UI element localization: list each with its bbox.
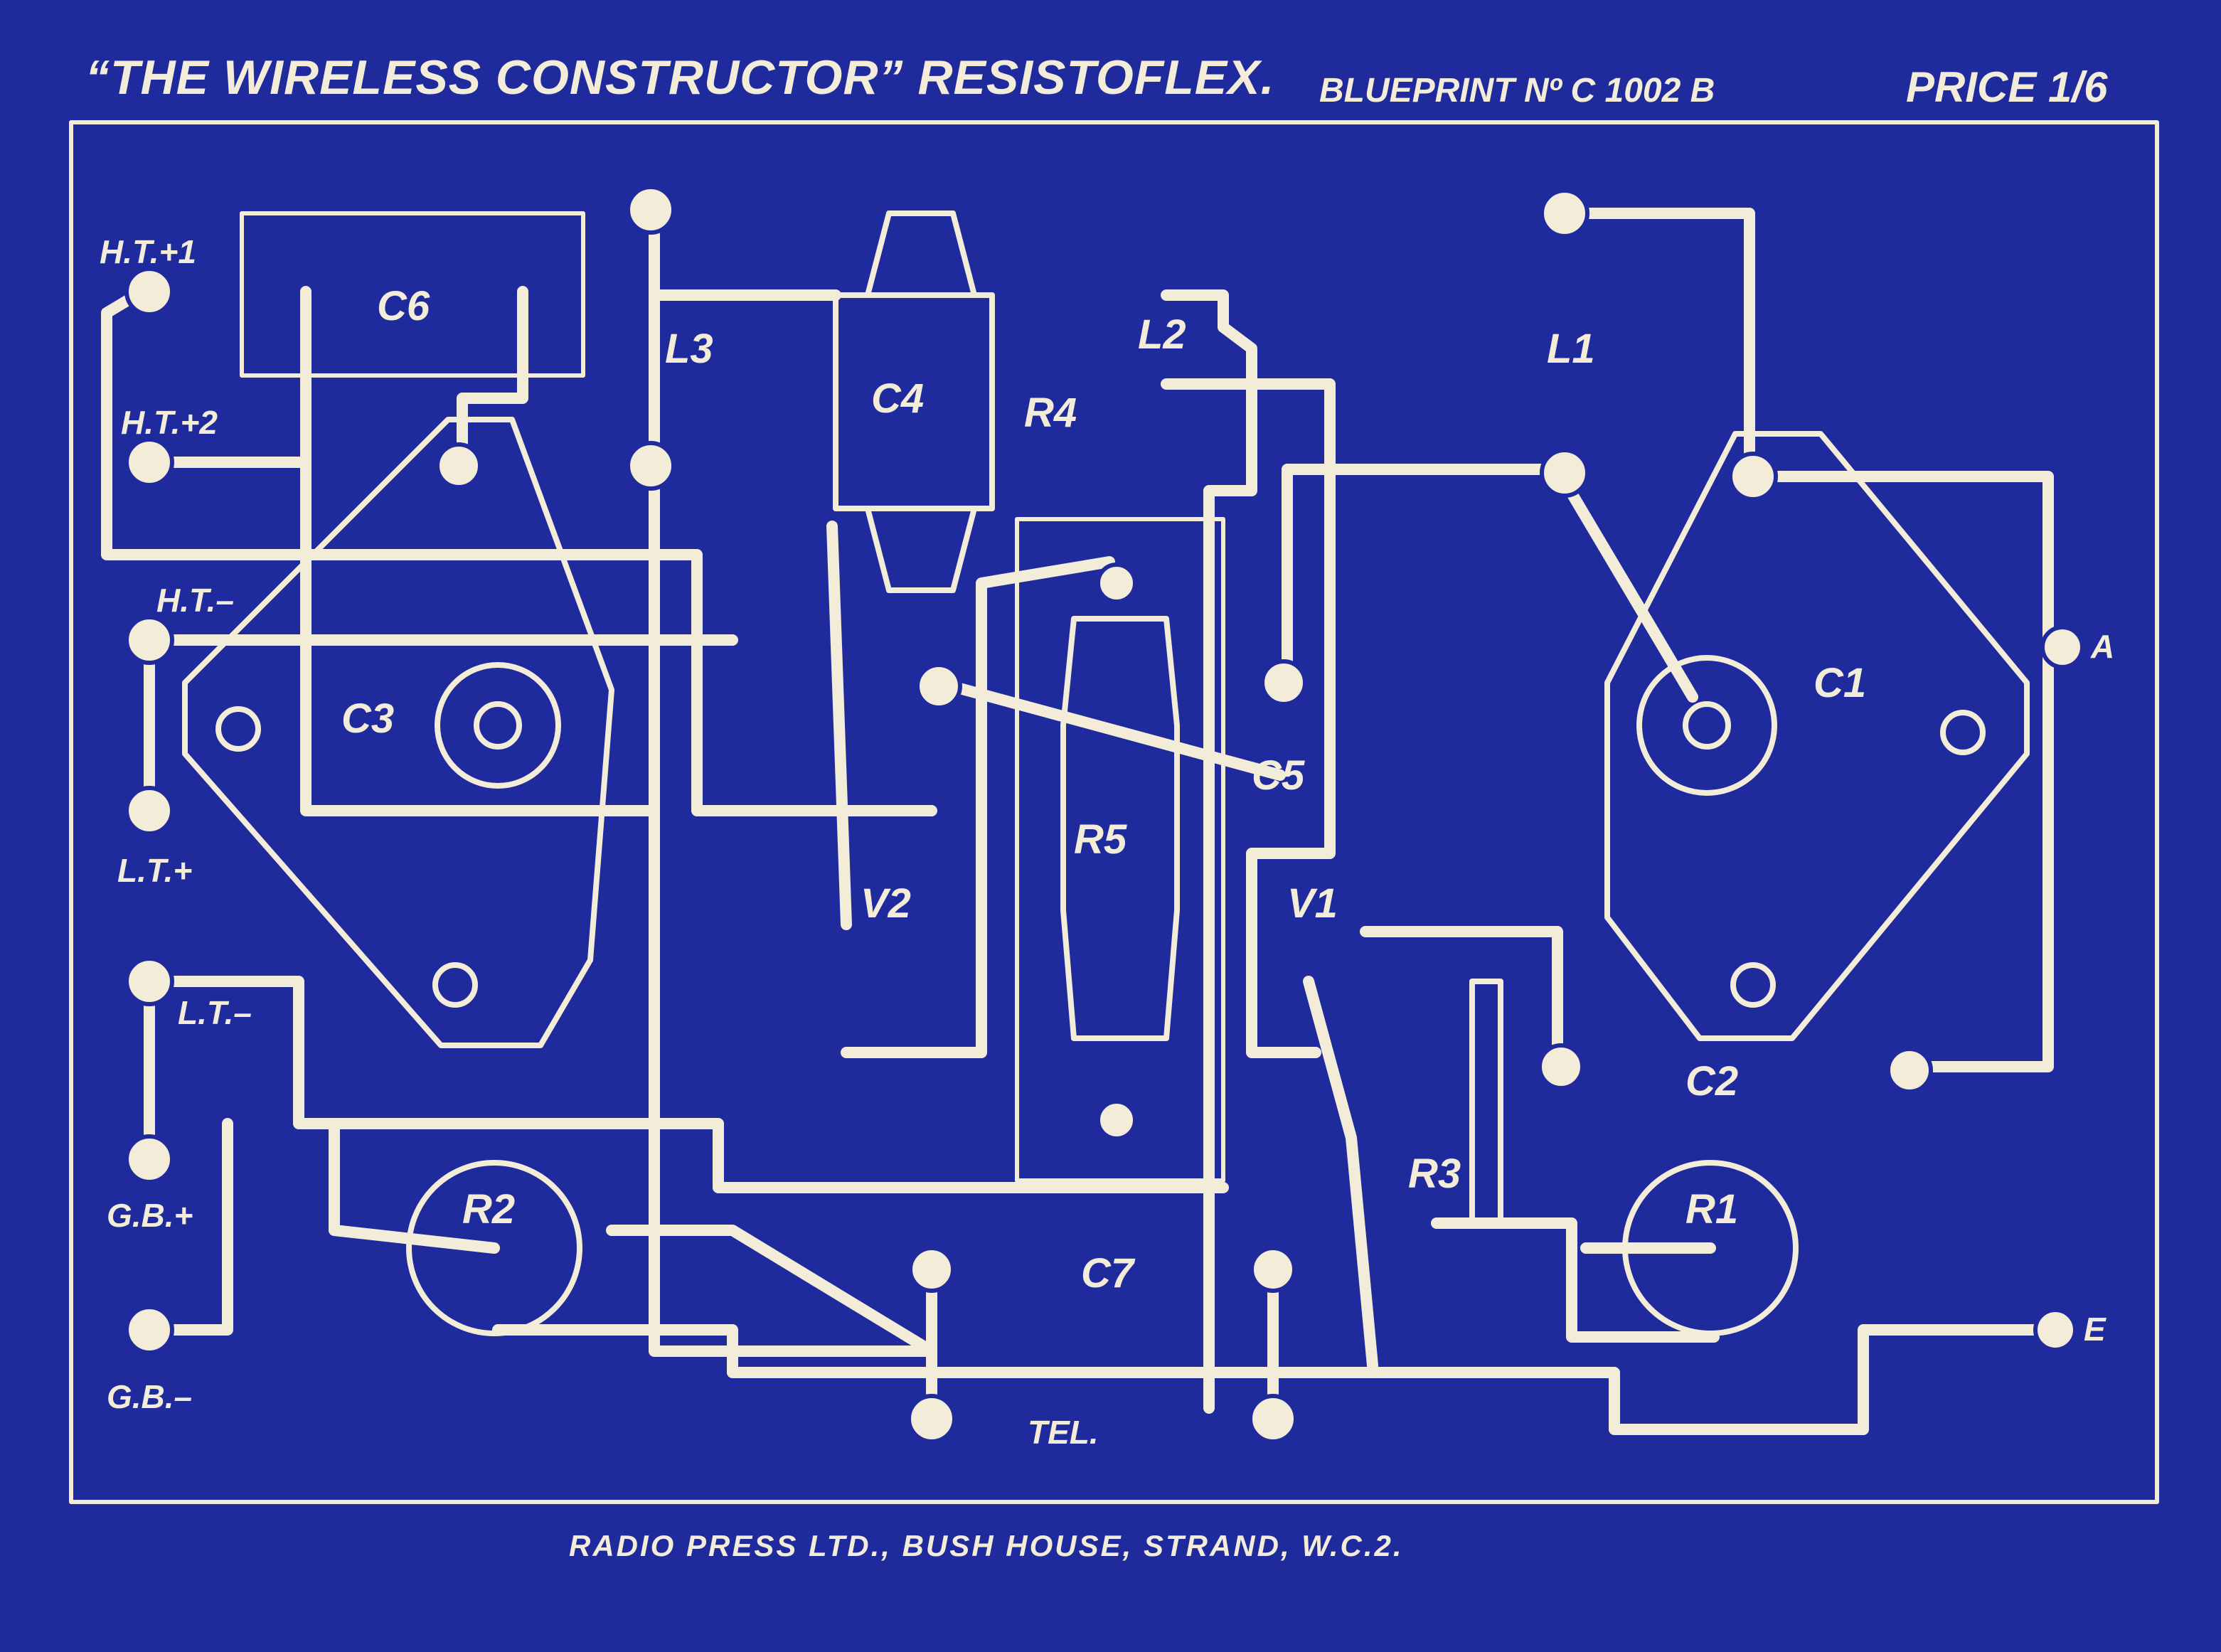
terminal-l3-bottom	[626, 441, 676, 491]
terminal-c7-right	[1250, 1246, 1296, 1293]
label-gbminus: G.B.–	[107, 1378, 192, 1415]
label-c2: C2	[1685, 1058, 1738, 1104]
terminal-l3-top	[626, 185, 676, 235]
label-c6: C6	[377, 283, 430, 329]
label-v1: V1	[1287, 880, 1338, 927]
c4-body	[833, 292, 995, 511]
nut-c3-bottom	[432, 962, 478, 1008]
wire-l1-c1	[1282, 464, 1563, 688]
r5-tube	[1060, 616, 1180, 1041]
r3-holder	[1469, 979, 1503, 1226]
c1-dial	[1636, 655, 1777, 796]
wire-c2-left	[1360, 926, 1563, 1058]
label-r5: R5	[1074, 816, 1127, 863]
label-c7: C7	[1081, 1250, 1136, 1296]
wire-c5	[933, 677, 1286, 781]
label-ht2: H.T.+2	[121, 404, 218, 441]
label-r4: R4	[1024, 390, 1077, 436]
c3-body	[182, 417, 614, 1048]
frame-border	[69, 120, 2159, 1504]
nut-c1-right	[1940, 710, 1986, 755]
label-r3: R3	[1408, 1151, 1461, 1197]
label-l2: L2	[1138, 311, 1186, 358]
wire-c6-b	[457, 286, 528, 468]
wire-gb-minus	[144, 1118, 233, 1336]
nut-c3-left	[215, 706, 261, 752]
label-gbplus: G.B.+	[107, 1197, 193, 1234]
terminal-htminus	[124, 615, 174, 665]
label-v2: V2	[861, 880, 911, 927]
label-l3: L3	[665, 326, 713, 372]
c3-dial	[435, 662, 561, 789]
terminal-r5-top	[1096, 563, 1137, 604]
label-c3: C3	[341, 696, 394, 742]
nut-c1-bottom	[1730, 962, 1776, 1008]
terminal-ht2	[124, 437, 174, 487]
terminal-c3-top	[435, 442, 482, 489]
terminal-c4-mid	[915, 663, 962, 710]
label-tel: TEL.	[1028, 1414, 1099, 1451]
terminal-c1-top	[1728, 452, 1778, 501]
wire-l2b	[1161, 378, 1336, 1058]
terminal-tel-right	[1248, 1394, 1298, 1444]
nut-c3-dial	[474, 701, 522, 750]
terminal-r5-bottom	[1096, 1099, 1137, 1141]
label-c4: C4	[871, 375, 924, 422]
terminal-c5	[1260, 659, 1307, 706]
label-l1: L1	[1547, 326, 1595, 372]
wire-l1-dial	[1552, 464, 1698, 703]
wire-l3	[649, 208, 937, 1357]
label-htminus: H.T.–	[156, 582, 234, 619]
c1-body	[1604, 431, 2030, 1041]
wire-r2	[329, 1118, 500, 1254]
wire-a	[1744, 471, 2054, 1072]
terminal-a	[2040, 625, 2084, 669]
wire-v1	[1303, 976, 1378, 1371]
terminal-l1-top	[1540, 188, 1589, 238]
wire-mid-bottom	[492, 1324, 2068, 1435]
terminal-l1-bottom	[1540, 448, 1589, 498]
terminal-ltminus	[124, 956, 174, 1006]
publisher-footer: RADIO PRESS LTD., BUSH HOUSE, STRAND, W.…	[569, 1529, 1404, 1562]
c6-outline	[240, 211, 585, 378]
terminal-ht1	[124, 267, 174, 316]
terminal-gbminus	[124, 1305, 174, 1355]
label-ltminus: L.T.–	[178, 994, 252, 1031]
wire-l1	[1552, 208, 1755, 482]
c4-bottom-lug	[865, 506, 977, 593]
valve-bracket	[1015, 517, 1225, 1183]
label-ltplus: L.T.+	[117, 852, 192, 889]
label-c1: C1	[1813, 660, 1866, 706]
nut-c1-dial	[1683, 701, 1731, 750]
wire-r3	[1431, 1217, 1720, 1343]
blueprint-title: “THE WIRELESS CONSTRUCTOR” RESISTOFLEX.	[85, 50, 1275, 105]
price-label: PRICE 1/6	[1906, 63, 2108, 111]
terminal-e	[2033, 1308, 2077, 1352]
terminal-c2-right	[1886, 1047, 1933, 1094]
wire-v2-plate	[841, 556, 1115, 1058]
label-r2: R2	[462, 1186, 515, 1232]
wire-l2	[1161, 289, 1257, 1414]
wire-lt-minus	[144, 976, 1229, 1193]
terminal-ltplus	[124, 786, 174, 836]
label-a: A	[2090, 628, 2114, 665]
blueprint-number: BLUEPRINT Nº C 1002 B	[1319, 72, 1715, 110]
label-e: E	[2084, 1311, 2107, 1348]
wire-ht1	[101, 286, 937, 816]
c4-top-lug	[865, 211, 977, 298]
label-ht1: H.T.+1	[100, 233, 196, 270]
terminal-tel-left	[907, 1394, 957, 1444]
wire-c4-v2	[826, 521, 852, 930]
label-r1: R1	[1685, 1186, 1738, 1232]
terminal-c2-left	[1538, 1043, 1584, 1090]
terminal-gbplus	[124, 1134, 174, 1184]
terminal-c7-left	[908, 1246, 955, 1293]
label-c5: C5	[1252, 752, 1305, 799]
